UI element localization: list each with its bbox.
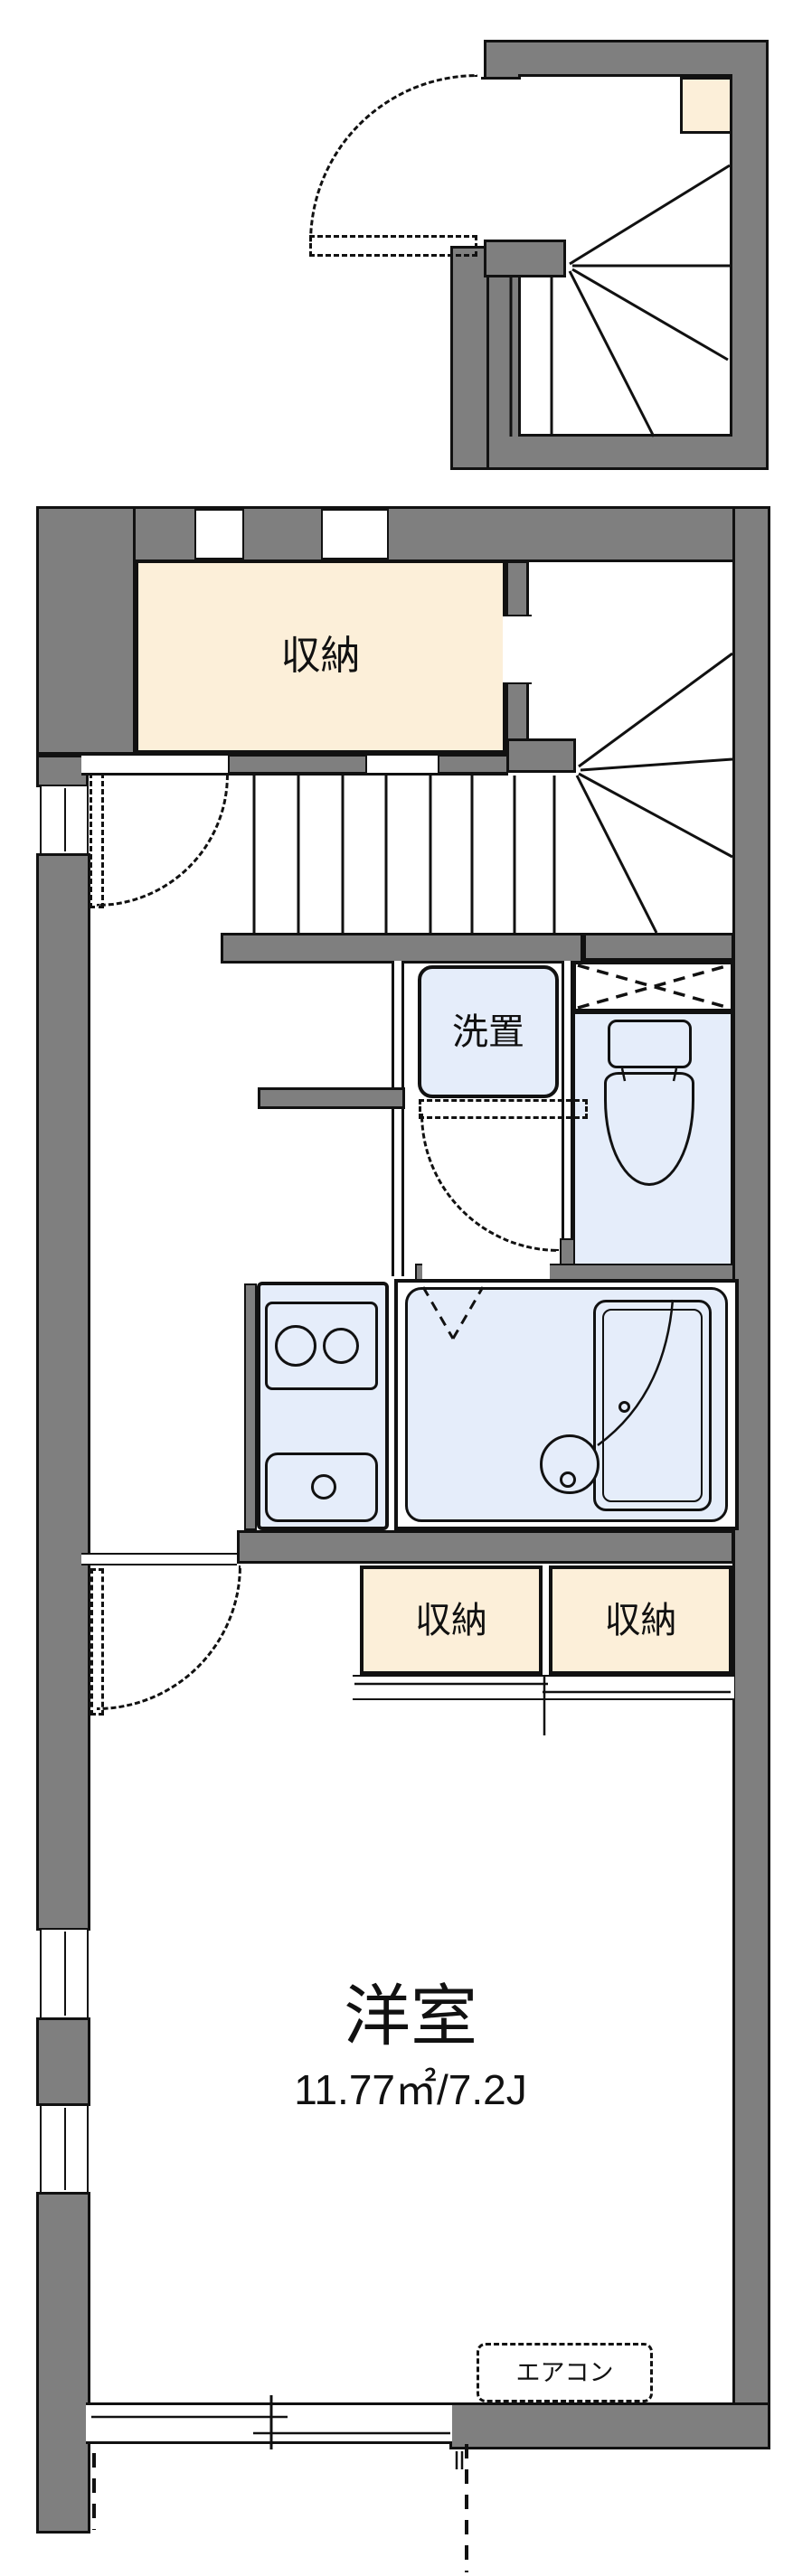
right-wall bbox=[732, 506, 770, 2449]
toilet-door-leaf bbox=[419, 1099, 588, 1119]
stove-burner-left bbox=[275, 1325, 316, 1367]
laundry-toilet-partition bbox=[562, 961, 573, 1270]
kitchen-sink bbox=[265, 1453, 378, 1522]
left-wall-pier bbox=[36, 2017, 90, 2106]
entry-door-leaf bbox=[309, 235, 477, 257]
aircon-label: エアコン bbox=[515, 2358, 614, 2386]
bathtub-handle-dot bbox=[618, 1401, 630, 1413]
laundry-box bbox=[418, 965, 559, 1098]
closet-sliding-door-track bbox=[353, 1675, 734, 1700]
left-wall-lower bbox=[36, 2192, 90, 2534]
understair-wall bbox=[258, 1087, 405, 1109]
bottom-wall bbox=[449, 2402, 770, 2449]
left-wall-upper-thick bbox=[36, 506, 136, 755]
storage-upper-label: 収納 bbox=[280, 634, 361, 679]
kitchen-left-wall bbox=[244, 1283, 257, 1530]
aircon-box bbox=[477, 2343, 653, 2402]
entry-shoe-storage bbox=[680, 77, 732, 134]
hall-door-swing-arc bbox=[97, 775, 229, 907]
stove-burner-right bbox=[323, 1328, 359, 1364]
hall-window bbox=[40, 785, 89, 855]
main-room-size-label: 11.77㎡/7.2J bbox=[294, 2065, 527, 2113]
hall-window-glass-line bbox=[64, 788, 66, 851]
main-room-door-leaf bbox=[90, 1568, 104, 1716]
bath-drain bbox=[560, 1471, 576, 1488]
sink-drain bbox=[311, 1474, 336, 1500]
entry-door-jamb-wall bbox=[484, 240, 566, 277]
bottom-sliding-window bbox=[86, 2402, 452, 2444]
window-glass-line bbox=[64, 1932, 66, 2016]
kitchen-stove bbox=[265, 1302, 378, 1390]
toilet-tank bbox=[608, 1020, 692, 1068]
stair-bottom-wall-right bbox=[583, 933, 734, 961]
storage-stair-divider-opening bbox=[503, 615, 532, 684]
top-wall-window-1 bbox=[194, 509, 244, 559]
left-wall-mid bbox=[36, 853, 90, 1931]
storage-upper-room bbox=[136, 560, 505, 753]
closet-left-label: 収納 bbox=[415, 1600, 487, 1641]
closet-left bbox=[360, 1565, 543, 1675]
entry-door-opening bbox=[481, 77, 521, 242]
bath-stool bbox=[540, 1434, 600, 1494]
entry-door-swing-arc bbox=[309, 74, 477, 242]
main-room-top-wall bbox=[237, 1530, 734, 1564]
main-room-window-2 bbox=[40, 2104, 89, 2194]
threshold-wall-segment-2 bbox=[438, 755, 508, 774]
closet-right bbox=[549, 1565, 732, 1675]
window-glass-line bbox=[64, 2108, 66, 2190]
stair-stringer-wall bbox=[221, 933, 583, 964]
hall-laundry-partition bbox=[392, 961, 404, 1276]
main-room-doorway bbox=[81, 1553, 237, 1565]
main-room-label: 洋室 bbox=[344, 1979, 477, 2054]
main-room-window-1 bbox=[40, 1928, 89, 2019]
closet-right-label: 収納 bbox=[604, 1600, 677, 1641]
threshold-wall-segment-1 bbox=[228, 755, 367, 774]
entry-structure-wall-extension bbox=[450, 246, 489, 470]
toilet-overhead-cabinet bbox=[572, 961, 734, 1012]
toilet-door-swing-arc bbox=[420, 1114, 559, 1252]
top-wall-window-2 bbox=[321, 509, 389, 559]
main-room-door-swing-arc bbox=[97, 1565, 241, 1710]
bathtub-inner-rim bbox=[602, 1309, 703, 1502]
bath-door-opening bbox=[422, 1264, 550, 1283]
hall-door-leaf bbox=[90, 773, 104, 908]
main-top-wall bbox=[36, 506, 770, 562]
laundry-label: 洗置 bbox=[452, 1011, 524, 1052]
stair-newel-wall bbox=[506, 738, 576, 773]
